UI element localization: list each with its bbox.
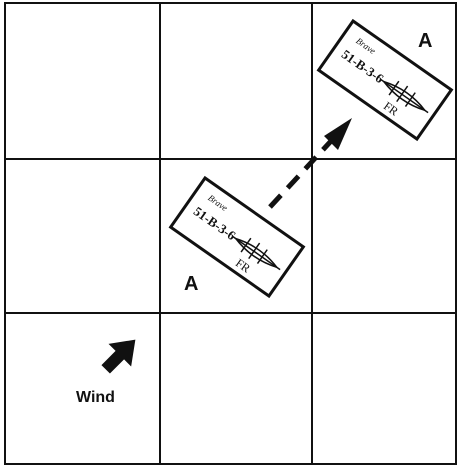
wind-direction-arrow-icon: [94, 328, 146, 380]
wind-label: Wind: [76, 389, 115, 406]
position-label: A: [418, 30, 432, 52]
position-label: A: [184, 273, 198, 295]
